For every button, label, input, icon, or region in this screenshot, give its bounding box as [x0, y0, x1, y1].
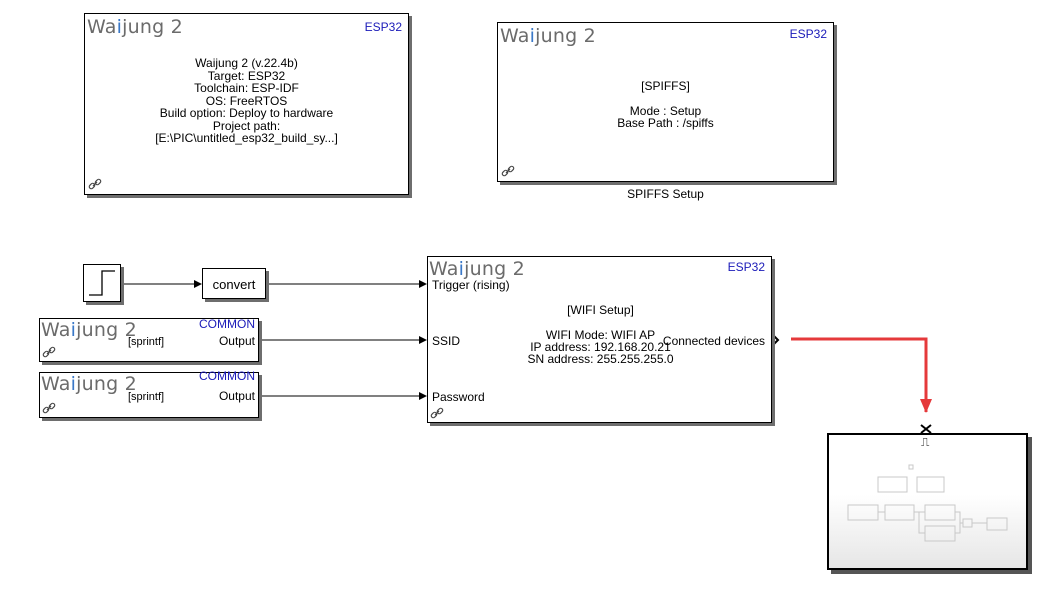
common-tag: COMMON	[199, 369, 255, 383]
output-port-label: Output	[218, 389, 255, 403]
link-icon[interactable]	[42, 401, 56, 415]
spiffs-tag: ESP32	[789, 27, 827, 41]
convert-block[interactable]: convert	[202, 268, 266, 299]
waijung-logo: Waijung 2	[41, 319, 137, 341]
sprintf-name: [sprintf]	[128, 391, 165, 403]
sprintf-name: [sprintf]	[128, 336, 165, 348]
convert-label: convert	[212, 277, 256, 292]
spiffs-mode: Mode : Setup	[629, 104, 702, 118]
step-source-block[interactable]	[83, 264, 121, 302]
wifi-title: [WIFI Setup]	[567, 303, 634, 317]
common-tag: COMMON	[199, 317, 255, 331]
output-port-connected-devices: Connected devices	[662, 334, 765, 348]
wifi-ip: IP address: 192.168.20.21	[530, 340, 671, 354]
output-port-chevron	[771, 333, 780, 347]
target-info: Waijung 2 (v.22.4b) Target: ESP32 Toolch…	[155, 56, 338, 145]
output-port-label: Output	[218, 334, 255, 348]
wifi-mode: WIFI Mode: WIFI AP	[545, 328, 656, 342]
wifi-tag: ESP32	[727, 260, 765, 274]
line-connected-devices[interactable]	[791, 337, 932, 413]
input-port-password: Password	[432, 390, 485, 404]
input-port-trigger: Trigger (rising)	[432, 278, 510, 292]
wifi-sn: SN address: 255.255.255.0	[527, 352, 674, 366]
link-icon[interactable]	[42, 345, 56, 359]
sprintf-ssid-block[interactable]: Waijung 2 COMMON [sprintf] Output	[39, 317, 259, 362]
spiffs-setup-block[interactable]: Waijung 2 ESP32 [SPIFFS] Mode : Setup Ba…	[497, 22, 834, 182]
triggered-subsystem-block[interactable]: ⎍	[827, 433, 1028, 570]
spiffs-title: [SPIFFS]	[641, 79, 690, 93]
link-icon[interactable]	[501, 164, 515, 178]
wifi-setup-block[interactable]: Waijung 2 ESP32 Trigger (rising) SSID Pa…	[427, 256, 772, 423]
waijung-logo: Waijung 2	[429, 258, 525, 280]
waijung-logo: Waijung 2	[41, 373, 137, 395]
spiffs-base-path: Base Path : /spiffs	[617, 116, 714, 130]
link-icon[interactable]	[88, 177, 102, 191]
subsystem-preview	[847, 464, 1008, 542]
waijung-logo: Waijung 2	[500, 25, 596, 47]
step-icon	[89, 270, 115, 296]
trigger-icon: ⎍	[921, 435, 930, 449]
input-port-ssid: SSID	[432, 334, 461, 348]
waijung-logo: Waijung 2	[87, 16, 183, 38]
spiffs-caption: SPIFFS Setup	[627, 187, 704, 201]
link-icon[interactable]	[430, 406, 444, 420]
target-setup-block[interactable]: Waijung 2 ESP32 Waijung 2 (v.22.4b) Targ…	[84, 13, 409, 195]
sprintf-password-block[interactable]: Waijung 2 COMMON [sprintf] Output	[39, 369, 259, 418]
subsystem-port-marker	[920, 424, 932, 434]
target-tag: ESP32	[364, 20, 402, 34]
